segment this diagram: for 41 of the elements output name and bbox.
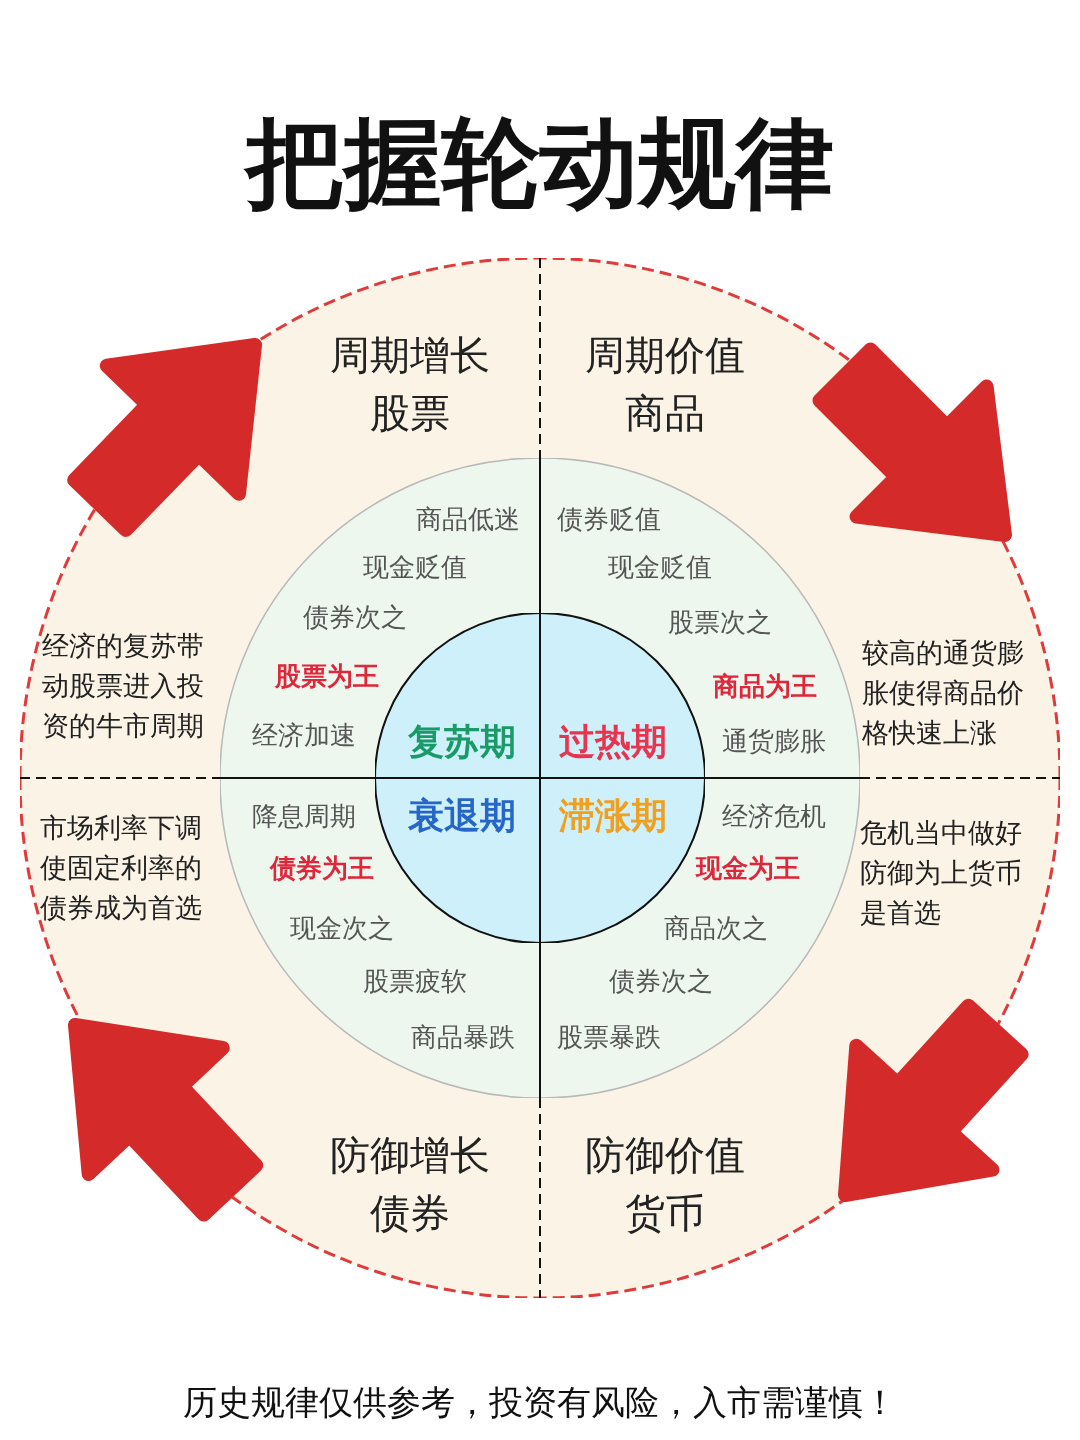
sector-heading: 周期增长: [330, 330, 490, 380]
asset-label: 经济危机: [722, 799, 826, 833]
asset-label: 商品暴跌: [411, 1020, 515, 1054]
asset-label: 债券次之: [303, 600, 407, 634]
description-text: 危机当中做好防御为上货币是首选: [860, 816, 1023, 930]
phase-label: 衰退期: [408, 793, 516, 838]
asset-label: 股票暴跌: [557, 1020, 661, 1054]
asset-heading: 商品: [625, 388, 705, 438]
asset-label: 债券次之: [609, 964, 713, 998]
asset-label: 商品低迷: [416, 502, 520, 536]
asset-label: 股票疲软: [363, 964, 467, 998]
description-text: 较高的通货膨胀使得商品价格快速上涨: [862, 636, 1025, 750]
sector-heading: 防御价值: [585, 1130, 745, 1180]
sector-heading: 周期价值: [585, 330, 745, 380]
disclaimer-text: 历史规律仅供参考，投资有风险，入市需谨慎！: [183, 1381, 897, 1424]
asset-label: 现金贬值: [363, 550, 467, 584]
inner-sector: [220, 458, 540, 778]
phase-label: 滞涨期: [559, 793, 667, 838]
highlight-label: 股票为王: [275, 659, 379, 693]
asset-label: 降息周期: [252, 799, 356, 833]
sector-heading: 防御增长: [330, 1130, 490, 1180]
asset-label: 商品次之: [664, 911, 768, 945]
asset-heading: 债券: [370, 1188, 450, 1238]
asset-label: 现金次之: [290, 911, 394, 945]
inner-sector: [220, 778, 540, 1098]
asset-label: 债券贬值: [557, 502, 661, 536]
phase-label: 复苏期: [408, 719, 516, 764]
asset-heading: 货币: [625, 1188, 705, 1238]
asset-label: 股票次之: [668, 605, 772, 639]
asset-label: 通货膨胀: [722, 724, 826, 758]
asset-label: 经济加速: [252, 718, 356, 752]
asset-heading: 股票: [370, 388, 450, 438]
highlight-label: 现金为王: [696, 851, 800, 885]
inner-sector: [540, 458, 860, 778]
inner-sector: [540, 778, 860, 1098]
phase-label: 过热期: [559, 719, 667, 764]
highlight-label: 商品为王: [713, 669, 817, 703]
asset-label: 现金贬值: [608, 550, 712, 584]
description-text: 经济的复苏带动股票进入投资的牛市周期: [42, 629, 205, 743]
description-text: 市场利率下调使固定利率的债券成为首选: [40, 811, 203, 925]
highlight-label: 债券为王: [270, 851, 374, 885]
